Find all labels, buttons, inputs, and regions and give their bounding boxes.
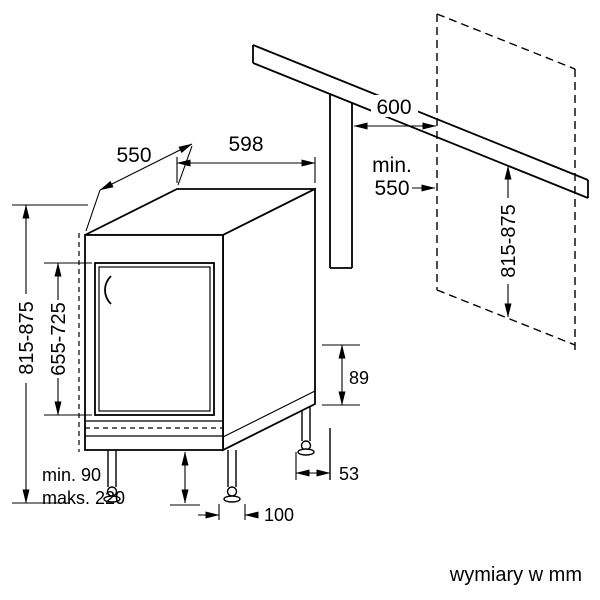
dim-100-label: 100 [264,505,294,525]
foot-front-right [223,450,241,503]
foot-front-right-shaft [227,450,237,487]
dim-top-width: 598 [176,133,316,183]
dim-min550-label-2: 550 [374,177,409,200]
niche [252,13,589,480]
dim-niche-depth-min: min. 550 [372,154,436,200]
worktop-bottom-edge [252,62,589,199]
dim-550-label: 550 [116,144,151,167]
dim-600-label: 600 [376,96,411,119]
dim-niche-width: 600 [353,95,437,130]
foot-back-right-shaft [301,406,311,441]
dim-550-ext-1 [85,189,101,232]
niche-dashed-outline [436,13,576,350]
dim-door-height-label: 655-725 [48,302,70,375]
worktop [252,44,589,199]
dishwasher-front-face [84,234,224,451]
dim-back-plinth: 89 [322,344,369,406]
foot-front-right-screw [226,486,238,497]
dim-door-height: 655-725 [44,262,92,416]
foot-front-left [103,450,121,503]
foot-back-right-base [297,448,315,456]
dim-53-label: 53 [339,464,359,484]
dim-600-halo [371,95,418,117]
door-outer-frame [94,262,215,416]
foot-front-left-base [103,495,121,503]
dishwasher [78,187,316,503]
dim-550-line [99,143,193,191]
dim-back-gap: 53 [295,452,359,484]
units-caption: wymiary w mm [449,564,582,586]
dim-89-label: 89 [349,368,369,388]
worktop-top-edge [252,44,589,181]
foot-front-left-shaft [107,450,117,487]
foot-front-right-base [223,495,241,503]
dim-min550-label-1: min. [372,154,412,177]
dim-foot-offset: 100 [198,504,294,525]
dim-height-left-label: 815-875 [16,301,38,374]
foot-back-right [297,406,315,456]
dim-niche-height: 815-875 [498,165,520,318]
side-plinth-line [222,390,316,438]
dim-plinth-min-label: min. 90 [42,465,101,485]
door-inner-frame [98,266,211,412]
dim-niche-height-label: 815-875 [498,204,520,277]
niche-dashed-top [436,13,576,70]
dim-plinth-max-label: maks. 220 [42,488,125,508]
door-handle [104,275,112,305]
dishwasher-right-face [222,187,316,452]
dimensions: 550 598 600 min. 550 815-875 [12,95,520,525]
dim-height-left: 815-875 [12,204,88,504]
niche-dashed-bottom [436,289,576,346]
dim-plinth-range: min. 90 maks. 220 [42,451,200,508]
dim-598-label: 598 [228,133,263,156]
